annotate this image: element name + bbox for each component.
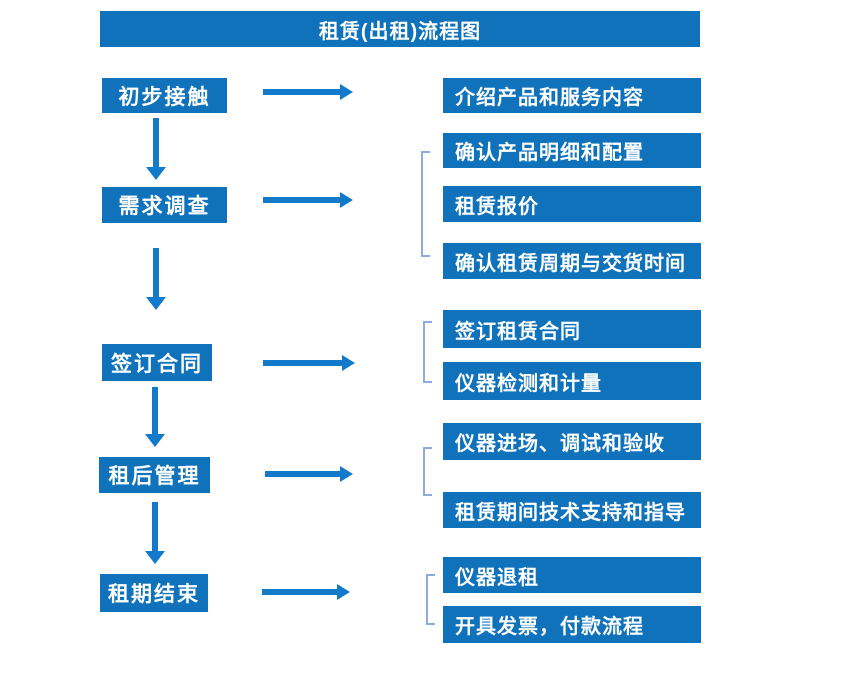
bracket-rental-end-group bbox=[426, 574, 435, 625]
stage-demand-survey: 需求调查 bbox=[102, 187, 227, 223]
arrow-shaft bbox=[263, 89, 340, 95]
detail-confirm-period-delivery: 确认租赁周期与交货时间 bbox=[443, 243, 701, 279]
detail-instrument-inspection-metering: 仪器检测和计量 bbox=[443, 362, 701, 400]
bracket-sign-contract-group bbox=[423, 321, 432, 383]
right-arrow-2 bbox=[263, 192, 353, 208]
right-arrow-5 bbox=[262, 584, 350, 600]
detail-introduce-products-services: 介绍产品和服务内容 bbox=[443, 78, 701, 113]
arrow-shaft bbox=[263, 360, 342, 366]
detail-sign-rental-contract: 签订租赁合同 bbox=[443, 310, 701, 348]
bracket-demand-survey-group bbox=[421, 151, 430, 257]
detail-invoice-payment-process: 开具发票，付款流程 bbox=[443, 606, 701, 643]
down-arrow-2 bbox=[146, 248, 166, 310]
detail-confirm-product-specs: 确认产品明细和配置 bbox=[443, 133, 701, 168]
arrow-shaft bbox=[262, 589, 337, 595]
right-arrow-4 bbox=[265, 466, 353, 482]
down-arrow-4 bbox=[145, 502, 165, 564]
down-arrow-1 bbox=[146, 118, 166, 180]
stage-initial-contact: 初步接触 bbox=[102, 78, 227, 113]
arrow-head-icon bbox=[340, 84, 353, 100]
stage-sign-contract: 签订合同 bbox=[102, 344, 212, 381]
arrow-head-icon bbox=[146, 297, 166, 310]
down-arrow-3 bbox=[145, 387, 165, 447]
stage-rental-end: 租期结束 bbox=[100, 574, 208, 612]
arrow-shaft bbox=[263, 197, 340, 203]
arrow-head-icon bbox=[337, 584, 350, 600]
right-arrow-3 bbox=[263, 355, 355, 371]
detail-instrument-return: 仪器退租 bbox=[443, 557, 701, 593]
right-arrow-1 bbox=[263, 84, 353, 100]
detail-rental-quotation: 租赁报价 bbox=[443, 186, 701, 222]
arrow-shaft bbox=[265, 471, 340, 477]
arrow-shaft bbox=[153, 118, 159, 167]
stage-post-rental-management: 租后管理 bbox=[99, 457, 210, 493]
detail-instrument-arrival-debug-acceptance: 仪器进场、调试和验收 bbox=[443, 423, 701, 460]
arrow-head-icon bbox=[340, 466, 353, 482]
arrow-shaft bbox=[152, 502, 158, 551]
arrow-head-icon bbox=[145, 434, 165, 447]
arrow-shaft bbox=[152, 387, 158, 434]
arrow-head-icon bbox=[146, 167, 166, 180]
arrow-head-icon bbox=[340, 192, 353, 208]
diagram-title: 租赁(出租)流程图 bbox=[100, 11, 700, 47]
bracket-post-rental-group bbox=[423, 447, 432, 496]
arrow-head-icon bbox=[145, 551, 165, 564]
detail-technical-support-guidance: 租赁期间技术支持和指导 bbox=[443, 492, 701, 528]
arrow-head-icon bbox=[342, 355, 355, 371]
arrow-shaft bbox=[153, 248, 159, 297]
